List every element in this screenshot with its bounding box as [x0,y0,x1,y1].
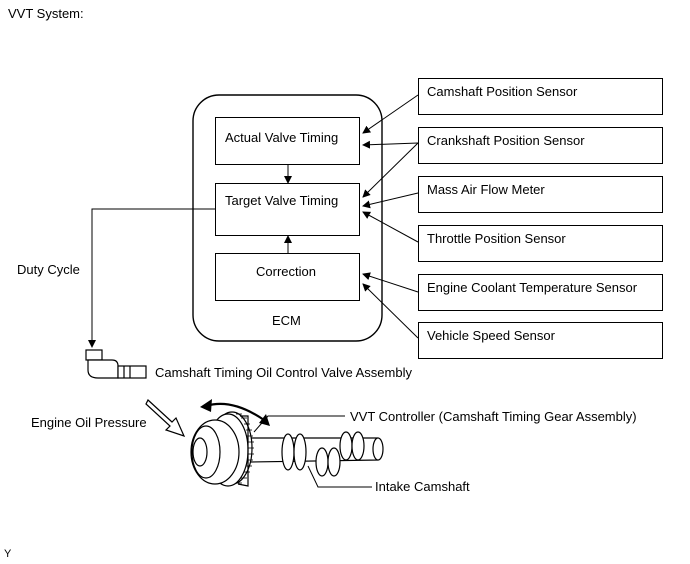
leader-vvt-controller [253,415,345,433]
ocv-drawing [85,349,147,379]
sensor-mass-air-flow: Mass Air Flow Meter [418,176,663,213]
camshaft-drawing [249,431,384,477]
target-valve-timing-box: Target Valve Timing [215,183,360,236]
sensor-vehicle-speed: Vehicle Speed Sensor [418,322,663,359]
sensor-camshaft-position: Camshaft Position Sensor [418,78,663,115]
vvt-controller-label: VVT Controller (Camshaft Timing Gear Ass… [350,409,637,424]
sensor-label: Mass Air Flow Meter [427,182,545,197]
ecm-label: ECM [272,313,301,328]
duty-cycle-label: Duty Cycle [17,262,80,277]
sensor-label: Vehicle Speed Sensor [427,328,555,343]
gear-teeth [236,413,254,484]
duty-cycle-line [88,208,216,348]
actual-valve-timing-box: Actual Valve Timing [215,117,360,165]
arrow-vss [362,283,419,339]
sensor-crankshaft-position: Crankshaft Position Sensor [418,127,663,164]
target-valve-timing-label: Target Valve Timing [225,193,339,208]
vvt-gear-drawing [190,411,253,487]
figure-code: Y [4,548,12,560]
sensor-label: Crankshaft Position Sensor [427,133,585,148]
leader-intake-camshaft [307,465,372,488]
actual-valve-timing-label: Actual Valve Timing [225,130,339,145]
oil-pressure-arrow [145,399,186,437]
sensor-label: Throttle Position Sensor [427,231,566,246]
sensor-label: Camshaft Position Sensor [427,84,578,99]
correction-box: Correction [215,253,360,301]
intake-camshaft-label: Intake Camshaft [375,479,470,494]
sensor-engine-coolant-temperature: Engine Coolant Temperature Sensor [418,274,663,311]
arrow-coolant [362,272,419,293]
correction-label: Correction [256,264,316,279]
sensor-label: Engine Coolant Temperature Sensor [427,280,638,295]
oil-pressure-label: Engine Oil Pressure [31,415,147,430]
arrow-throttle [362,211,419,243]
arrow-crankshaft-to-actual [362,140,419,149]
arrow-camshaft-sensor [362,94,419,134]
ocv-label: Camshaft Timing Oil Control Valve Assemb… [155,365,412,380]
arrow-maf [362,192,419,209]
sensor-throttle-position: Throttle Position Sensor [418,225,663,262]
arrow-crankshaft-to-target [362,142,419,198]
diagram-title: VVT System: [8,6,84,21]
